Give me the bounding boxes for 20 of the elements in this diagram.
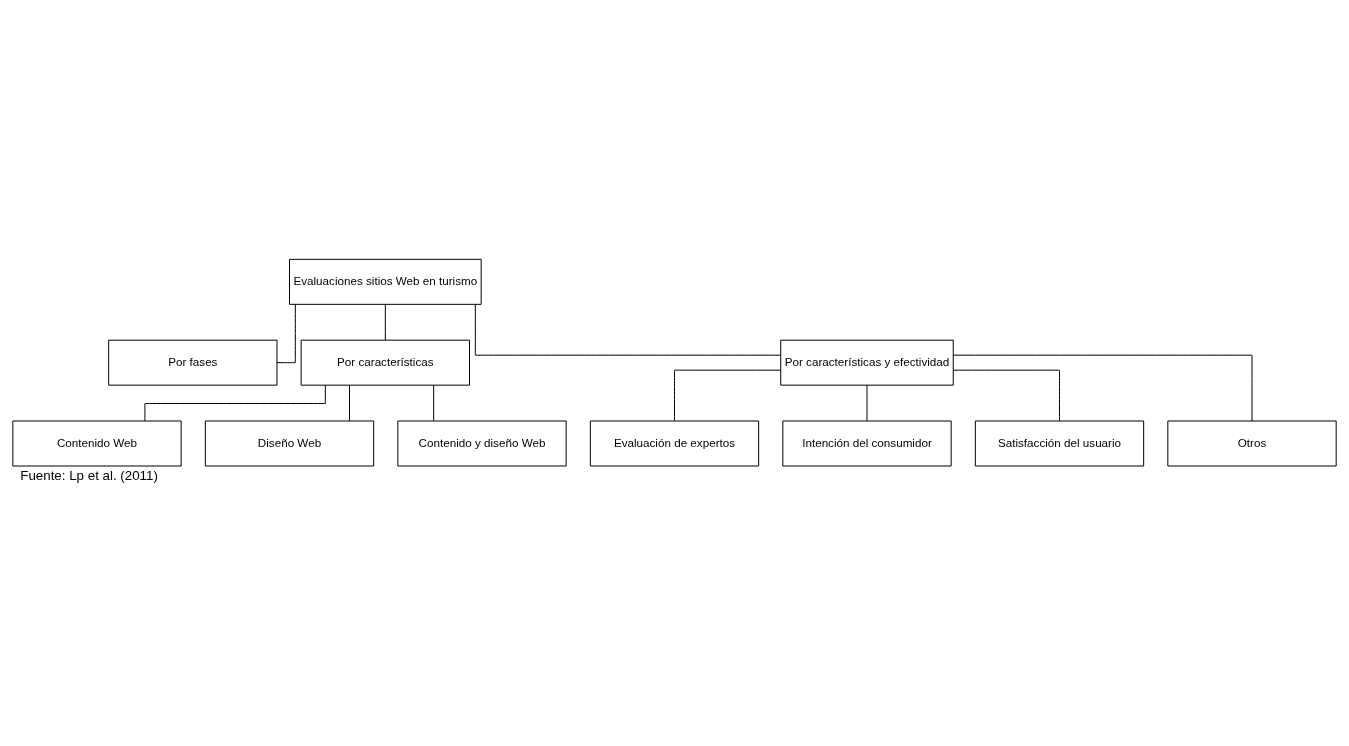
node-box: Satisfacción del usuario — [974, 420, 1145, 466]
node-box: Intención del consumidor — [782, 420, 952, 466]
node-box: Evaluación de expertos — [589, 420, 760, 466]
node-box: Por características — [300, 339, 470, 386]
connector — [952, 354, 1253, 421]
connector — [674, 369, 782, 421]
connector — [474, 303, 782, 356]
connector — [433, 384, 435, 421]
node-box: Por características y efectividad — [780, 339, 954, 386]
node-box: Otros — [1167, 420, 1337, 466]
connector — [866, 384, 868, 421]
connector — [349, 384, 350, 421]
caption: Fuente: Lp et al. (2011) — [20, 467, 158, 483]
node-box: Contenido Web — [12, 420, 182, 466]
node-box: Evaluaciones sitios Web en turismo — [289, 258, 482, 305]
node-box: Por fases — [108, 339, 278, 386]
connector — [952, 369, 1060, 421]
node-box: Contenido y diseño Web — [397, 420, 567, 466]
connector — [384, 303, 386, 340]
node-box: Diseño Web — [204, 420, 375, 466]
